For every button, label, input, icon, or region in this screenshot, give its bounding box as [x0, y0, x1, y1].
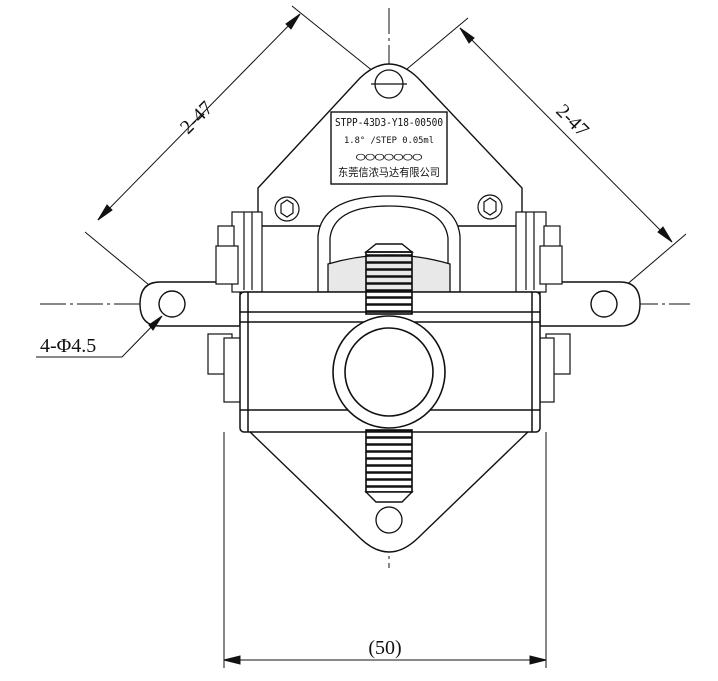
nameplate-company: 东莞信浓马达有限公司: [338, 165, 440, 179]
nameplate-spec: 1.8° /STEP 0.05ml: [344, 136, 434, 146]
dimension-width-label: (50): [368, 637, 401, 659]
nameplate-dots: ○○○○○○○: [356, 150, 423, 163]
center-boss: [332, 315, 446, 429]
hole-callout-label: 4-Φ4.5: [40, 335, 96, 357]
mounting-holes: [371, 69, 407, 534]
hole-callout: [36, 315, 163, 358]
top-thread-fitting: [364, 243, 414, 315]
nameplate-model: STPP-43D3-Y18-00500: [335, 117, 443, 129]
motor-side-left: [207, 211, 263, 403]
nameplate: [330, 111, 448, 185]
hex-screw-right: [477, 194, 503, 220]
left-flange: [139, 281, 241, 327]
right-flange: [539, 281, 641, 327]
dimension-left-label: 2-47: [176, 97, 217, 138]
dimension-right-label: 2-47: [551, 100, 592, 141]
dimension-width-50: [223, 432, 547, 668]
motor-side-right: [515, 211, 571, 403]
hex-screw-left: [274, 196, 300, 222]
bottom-thread-fitting: [364, 429, 414, 503]
